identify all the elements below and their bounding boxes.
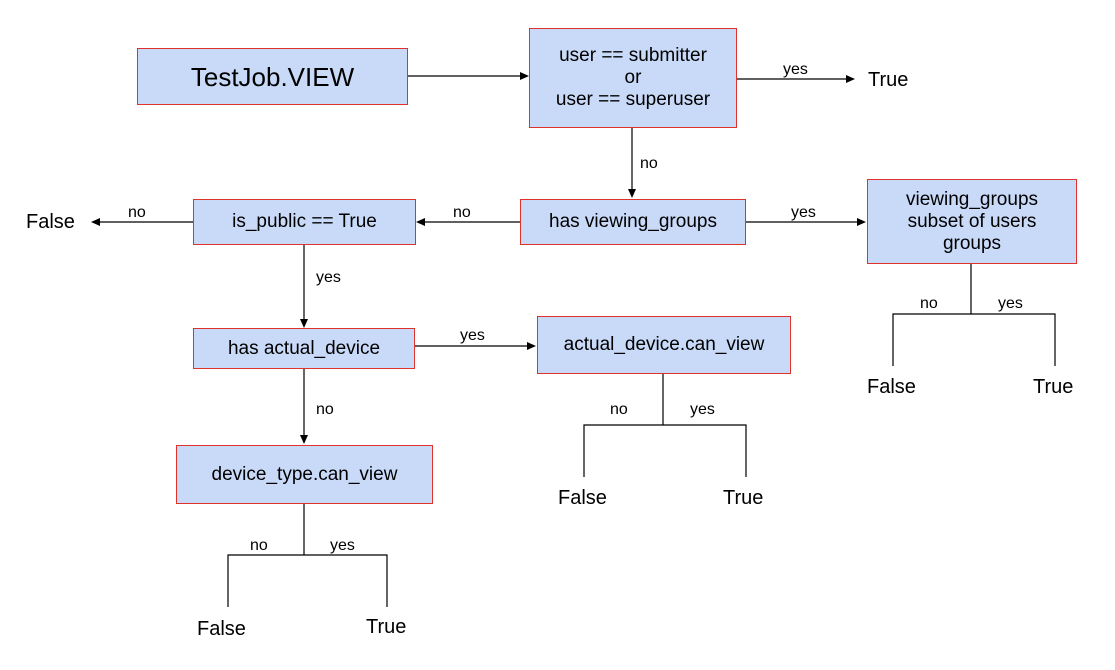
node-vg-subset-line-2: subset of users (907, 210, 1037, 232)
node-is-public-label: is_public == True (232, 211, 377, 232)
arrowhead (300, 319, 308, 328)
node-submitter-check: user == submitter or user == superuser (529, 28, 737, 128)
edge-label-dtcv-no: no (250, 537, 268, 554)
arrowhead (520, 72, 529, 80)
arrowhead (628, 189, 636, 198)
node-actual-device-can-view: actual_device.can_view (537, 316, 791, 374)
outcome-dtcv-true: True (366, 616, 407, 638)
node-testjob-view-label: TestJob.VIEW (190, 61, 355, 92)
arrowhead (91, 218, 100, 226)
edge-label-adcv-yes: yes (690, 401, 715, 418)
node-device-type-can-view-label: device_type.can_view (211, 463, 398, 485)
node-submitter-line-2: or (624, 67, 642, 88)
arrowhead (527, 342, 536, 350)
branch-dtcv-bar (227, 554, 388, 607)
edge-label-vg-subset-yes: yes (998, 295, 1023, 312)
branch-vg-subset-bar (892, 313, 1056, 366)
edge-label-is-public-yes: yes (316, 269, 341, 286)
edge-label-vg-subset-no: no (920, 295, 938, 312)
node-has-viewing-groups-label: has viewing_groups (549, 211, 717, 232)
node-submitter-line-3: user == superuser (555, 89, 711, 110)
node-vg-subset-line-1: viewing_groups (905, 188, 1039, 210)
node-has-actual-device: has actual_device (193, 328, 415, 369)
edge-label-actual-device-no: no (316, 401, 334, 418)
edge-label-viewing-groups-no: no (453, 204, 471, 221)
edge-label-submitter-no: no (640, 155, 658, 172)
outcome-is-public-false: False (26, 211, 75, 233)
node-submitter-line-1: user == submitter (559, 45, 707, 66)
node-has-viewing-groups: has viewing_groups (520, 199, 746, 245)
arrowhead (857, 218, 866, 226)
edge-label-adcv-no: no (610, 401, 628, 418)
node-has-actual-device-label: has actual_device (227, 337, 381, 359)
outcome-dtcv-false: False (197, 618, 246, 640)
arrowhead (300, 435, 308, 444)
edge-label-actual-device-yes: yes (460, 327, 485, 344)
outcome-submitter-true: True (868, 69, 909, 91)
outcome-adcv-true: True (723, 487, 764, 509)
node-testjob-view: TestJob.VIEW (137, 48, 408, 105)
edge-label-dtcv-yes: yes (330, 537, 355, 554)
node-is-public: is_public == True (193, 199, 416, 245)
branch-adcv-bar (583, 424, 747, 477)
outcome-adcv-false: False (558, 487, 607, 509)
arrowhead (846, 75, 855, 83)
edge-label-viewing-groups-yes: yes (791, 204, 816, 221)
node-device-type-can-view: device_type.can_view (176, 445, 433, 504)
edge-label-is-public-no: no (128, 204, 146, 221)
outcome-vg-subset-true: True (1033, 376, 1074, 398)
outcome-vg-subset-false: False (867, 376, 916, 398)
edge-label-submitter-yes: yes (783, 61, 808, 78)
node-actual-device-can-view-label: actual_device.can_view (563, 334, 765, 355)
node-vg-subset-line-3: groups (942, 232, 1002, 254)
arrowhead (416, 218, 425, 226)
node-viewing-groups-subset: viewing_groups subset of users groups (867, 179, 1077, 264)
